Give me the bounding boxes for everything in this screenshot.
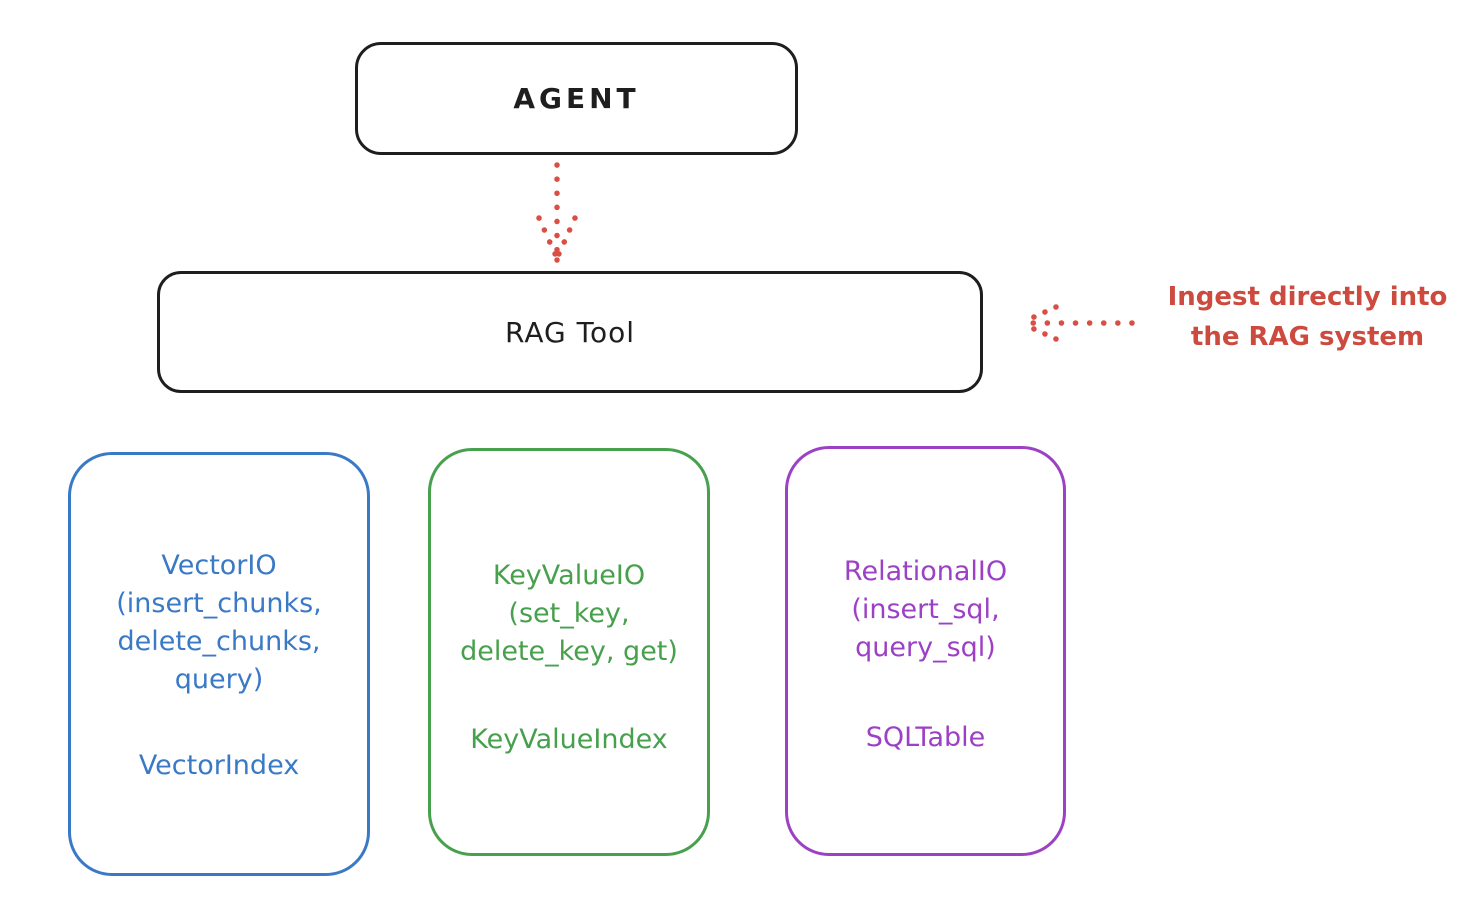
- ingest-annotation: Ingest directly into the RAG system: [1140, 277, 1475, 357]
- store-line: (set_key,: [508, 598, 630, 629]
- store-line: query_sql): [855, 632, 996, 663]
- store-line: delete_chunks,: [117, 626, 321, 657]
- store-line: query): [174, 664, 264, 695]
- store-line: delete_key, get): [460, 636, 678, 667]
- rag-tool-box: RAG Tool: [157, 271, 983, 393]
- vector-io-box: VectorIO (insert_chunks, delete_chunks, …: [68, 452, 370, 876]
- ingest-annotation-line2: the RAG system: [1190, 322, 1425, 352]
- vector-index-label: VectorIndex: [138, 750, 300, 781]
- keyvalue-io-box: KeyValueIO (set_key, delete_key, get) Ke…: [428, 448, 710, 856]
- ingest-dotted-arrow-left-icon: [1020, 304, 1135, 342]
- rag-tool-label: RAG Tool: [505, 315, 635, 349]
- store-line: (insert_chunks,: [116, 588, 322, 619]
- agent-to-rag-dotted-arrow-icon: [536, 162, 578, 263]
- store-line: RelationalIO: [843, 556, 1008, 587]
- keyvalue-io-lines: KeyValueIO (set_key, delete_key, get): [460, 557, 678, 671]
- relational-io-lines: RelationalIO (insert_sql, query_sql): [844, 553, 1007, 667]
- agent-box: AGENT: [355, 42, 798, 155]
- agent-label: AGENT: [513, 82, 640, 115]
- relational-io-box: RelationalIO (insert_sql, query_sql) SQL…: [785, 446, 1066, 856]
- vector-io-lines: VectorIO (insert_chunks, delete_chunks, …: [116, 547, 321, 699]
- store-line: KeyValueIO: [492, 560, 646, 591]
- ingest-annotation-line1: Ingest directly into: [1167, 282, 1448, 312]
- store-line: (insert_sql,: [851, 594, 1000, 625]
- keyvalue-index-label: KeyValueIndex: [470, 724, 668, 755]
- store-line: VectorIO: [161, 550, 277, 581]
- sql-table-label: SQLTable: [865, 722, 986, 753]
